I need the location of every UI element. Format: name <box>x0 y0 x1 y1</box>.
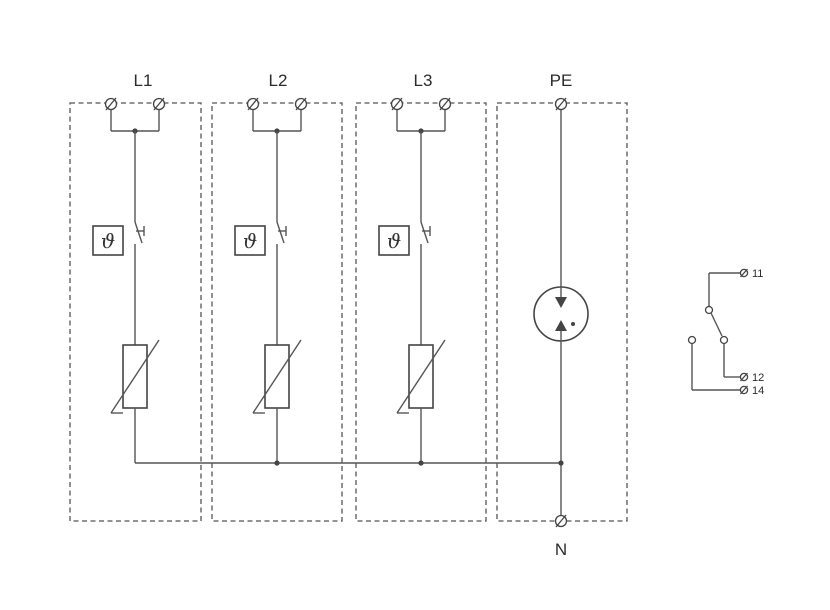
terminal-label-11: 11 <box>752 268 763 280</box>
module-l2: ϑ <box>234 97 308 463</box>
terminal-screw-icon <box>152 97 166 111</box>
label-l2: L2 <box>269 71 288 90</box>
module-l3: ϑ <box>378 97 452 463</box>
label-pe: PE <box>550 71 573 90</box>
module-l3-enclosure <box>355 102 487 522</box>
terminal-screw-icon <box>438 97 452 111</box>
terminal-screw-icon <box>554 514 568 528</box>
label-l3: L3 <box>414 71 433 90</box>
thermal-disconnector-icon: ϑ <box>234 225 266 256</box>
remote-signal-contact: 11 12 14 <box>687 268 764 397</box>
terminal-screw-icon <box>390 97 404 111</box>
gdt-arrow-up-icon <box>555 320 567 331</box>
thermal-disconnector-icon: ϑ <box>92 225 124 256</box>
module-l2-enclosure <box>211 102 343 522</box>
module-pe <box>533 97 589 528</box>
terminal-screw-icon <box>739 385 749 395</box>
module-l1: ϑ <box>92 97 166 463</box>
terminal-screw-icon <box>294 97 308 111</box>
svg-text:ϑ: ϑ <box>101 229 115 253</box>
terminal-label-12: 12 <box>752 372 764 384</box>
svg-text:ϑ: ϑ <box>387 229 401 253</box>
terminal-screw-icon <box>554 97 568 111</box>
label-l1: L1 <box>134 71 153 90</box>
terminal-screw-icon <box>246 97 260 111</box>
terminal-screw-icon <box>104 97 118 111</box>
module-l1-enclosure <box>69 102 202 522</box>
common-bus <box>135 460 564 466</box>
label-n: N <box>555 540 567 559</box>
svg-text:ϑ: ϑ <box>243 229 257 253</box>
terminal-screw-icon <box>739 268 749 278</box>
terminal-label-14: 14 <box>752 385 764 397</box>
gdt-arrow-down-icon <box>555 297 567 308</box>
thermal-disconnector-icon: ϑ <box>378 225 410 256</box>
terminal-screw-icon <box>739 372 749 382</box>
